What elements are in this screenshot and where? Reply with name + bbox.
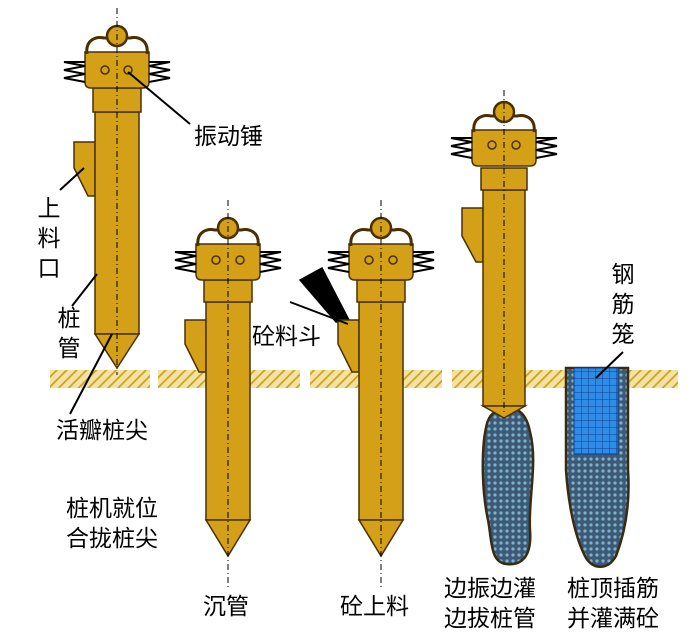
ground-strip-1 bbox=[50, 370, 150, 388]
caption-step-1: 桩机就位 合拢桩尖 bbox=[66, 496, 158, 552]
leader-feed-opening bbox=[59, 167, 85, 191]
caption-step-2: 沉管 bbox=[203, 594, 249, 620]
pile-machine-2 bbox=[174, 216, 282, 558]
caption-step-5: 桩顶插筋 并灌满砼 bbox=[567, 576, 659, 632]
caption-step-4: 边振边灌 边拔桩管 bbox=[444, 576, 536, 632]
concrete-column-4 bbox=[481, 406, 535, 566]
leader-rebar-cage bbox=[595, 351, 624, 379]
rebar-cage-icon bbox=[573, 367, 619, 455]
concrete-hopper-icon bbox=[298, 266, 352, 323]
finished-pile-5 bbox=[564, 366, 630, 568]
leader-hopper bbox=[289, 301, 349, 325]
leader-pile-tube bbox=[71, 273, 98, 307]
label-hinged-pile-tip: 活瓣桩尖 bbox=[56, 418, 148, 444]
label-rebar-cage: 钢筋笼 bbox=[611, 262, 635, 348]
label-pile-tube: 桩管 bbox=[57, 306, 81, 362]
leader-vibration-hammer bbox=[127, 71, 191, 125]
pile-machine-3 bbox=[298, 216, 435, 558]
leader-pile-tip bbox=[69, 333, 113, 415]
caption-step-3: 砼上料 bbox=[340, 594, 409, 620]
label-concrete-hopper: 砼料斗 bbox=[252, 324, 321, 350]
label-vibration-hammer: 振动锤 bbox=[194, 124, 263, 150]
label-feed-opening: 上料口 bbox=[37, 196, 61, 282]
